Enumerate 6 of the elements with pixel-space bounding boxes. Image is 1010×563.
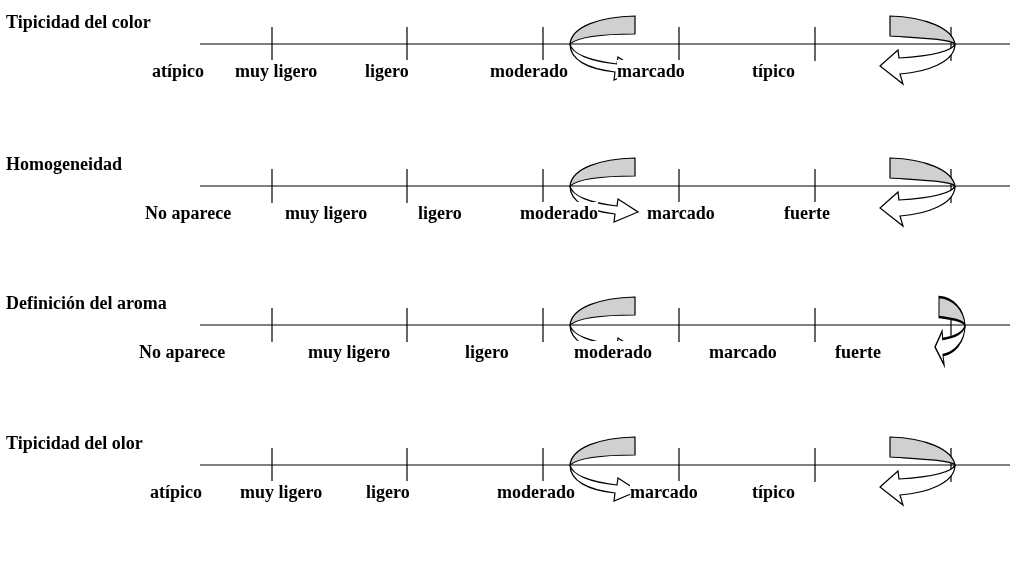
scale-label: muy ligero [240, 481, 323, 503]
scale-label: moderado [574, 341, 652, 363]
scale-label: muy ligero [235, 60, 318, 82]
scale-label: marcado [617, 60, 685, 82]
scale-label: ligero [366, 481, 410, 503]
scale-label: ligero [365, 60, 409, 82]
